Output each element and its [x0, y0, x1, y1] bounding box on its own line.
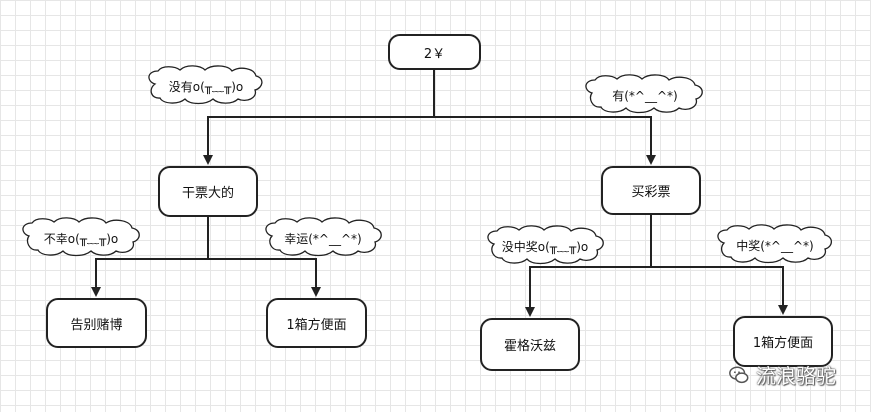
node-quit-gambling-label: 告别赌博: [70, 317, 123, 333]
node-noodles-right-label: 1箱方便面: [752, 336, 814, 351]
node-lottery: 买彩票: [601, 166, 701, 215]
node-root-label: 2￥: [423, 46, 446, 62]
cloud-shape-has-money: [585, 74, 703, 114]
wechat-icon: [729, 365, 749, 383]
edge-lottery-to-hogwarts: [525, 266, 651, 317]
cloud-shape-unlucky: [22, 217, 140, 257]
cloud-label-win: 中奖(*^__^*): [736, 238, 814, 253]
edge-bigjob-to-quit: [91, 258, 208, 297]
edge-root-to-lottery: [434, 116, 656, 165]
cloud-shape-lucky: [265, 217, 382, 257]
cloud-label-no-win: 没中奖o(╥﹏╥)o: [501, 239, 589, 254]
node-big-job: 干票大的: [158, 166, 258, 217]
watermark-text: 流浪骆驼: [756, 364, 836, 388]
node-quit-gambling: 告别赌博: [46, 298, 147, 348]
node-lottery-label: 买彩票: [631, 185, 671, 200]
node-root: 2￥: [388, 34, 481, 70]
cloud-label-has-money: 有(*^__^*): [612, 88, 678, 103]
node-big-job-label: 干票大的: [181, 186, 234, 201]
watermark: 流浪骆驼: [728, 360, 836, 389]
node-hogwarts-label: 霍格沃兹: [503, 339, 556, 354]
node-hogwarts: 霍格沃兹: [480, 318, 580, 371]
node-noodles-left-label: 1箱方便面: [286, 317, 347, 333]
cloud-label-lucky: 幸运(*^__^*): [284, 231, 362, 246]
cloud-label-no-money: 没有o(╥﹏╥)o: [168, 79, 244, 94]
cloud-shape-win: [717, 224, 833, 264]
cloud-shape-no-money: [148, 65, 263, 105]
edge-bigjob-to-noodles: [208, 258, 321, 297]
cloud-label-unlucky: 不幸o(╥﹏╥)o: [43, 231, 119, 246]
edge-root-to-bigjob: [203, 116, 434, 165]
node-noodles-left: 1箱方便面: [266, 298, 367, 348]
node-noodles-right: 1箱方便面: [733, 316, 833, 367]
edge-lottery-to-noodles: [651, 266, 788, 315]
cloud-shape-no-win: [487, 225, 604, 265]
